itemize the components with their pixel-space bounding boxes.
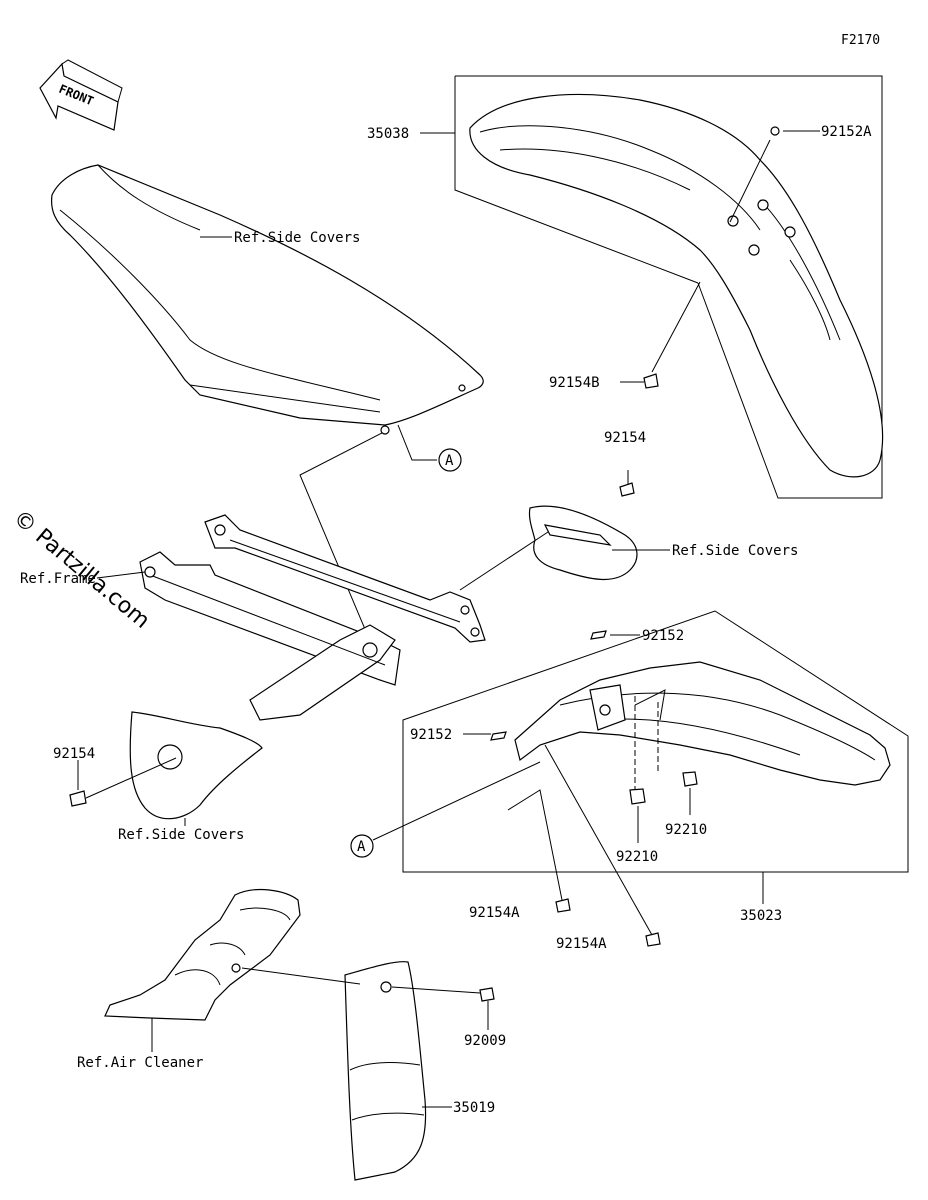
callout-35023: 35023 bbox=[740, 908, 782, 924]
bolt-rear-a2-icon bbox=[645, 932, 661, 947]
lead-92152A bbox=[729, 130, 820, 223]
callout-35019: 35019 bbox=[453, 1100, 495, 1116]
callout-92154-left: 92154 bbox=[53, 746, 95, 762]
callout-92210-right: 92210 bbox=[665, 822, 707, 838]
clip-rear-left-icon bbox=[490, 731, 507, 741]
lead-92154-left bbox=[77, 757, 177, 799]
lead-rear-fender-dashed bbox=[634, 696, 659, 790]
callout-air-cleaner-ref: Ref.Air Cleaner bbox=[77, 1055, 203, 1071]
fender-bolt-icon bbox=[643, 373, 659, 389]
bolt-left-icon bbox=[69, 790, 87, 807]
bolt-rear-a1-icon bbox=[555, 898, 571, 913]
callout-92154-right: 92154 bbox=[604, 430, 646, 446]
front-fender-group-box bbox=[454, 75, 883, 499]
bolt-right-icon bbox=[619, 482, 635, 497]
left-side-cover bbox=[129, 711, 263, 820]
callout-frame-ref: Ref.Frame bbox=[20, 571, 96, 587]
ref-a-fender-circle bbox=[350, 834, 374, 858]
callout-right-side-ref: Ref.Side Covers bbox=[672, 543, 798, 559]
seat bbox=[50, 164, 484, 435]
callout-92009: 92009 bbox=[464, 1033, 506, 1049]
lead-92154B bbox=[620, 281, 701, 383]
lead-a-fender bbox=[372, 761, 541, 841]
ref-a-seat-label: A bbox=[445, 453, 454, 469]
frame bbox=[139, 514, 486, 721]
screw-icon bbox=[479, 987, 495, 1002]
rear-fender-group-box bbox=[402, 610, 909, 873]
ref-a-seat-circle bbox=[438, 448, 462, 472]
lead-92154A bbox=[507, 744, 653, 936]
clip-rear-top-icon bbox=[590, 630, 607, 640]
lead-92009 bbox=[391, 986, 489, 1030]
rear-fender bbox=[514, 661, 891, 786]
callout-92154B: 92154B bbox=[549, 375, 600, 391]
lead-mud-flap-to-housing bbox=[241, 967, 361, 985]
lead-frame-ref bbox=[96, 571, 146, 579]
callout-seat-ref: Ref.Side Covers bbox=[234, 230, 360, 246]
lead-right-cover-to-frame bbox=[459, 531, 549, 591]
figure-code: F2170 bbox=[841, 33, 880, 48]
callout-92152-top: 92152 bbox=[642, 628, 684, 644]
front-fender bbox=[469, 93, 884, 478]
nut-left-icon bbox=[629, 788, 646, 805]
lead-seat-to-frame bbox=[299, 432, 383, 661]
fender-clip-icon bbox=[770, 126, 780, 136]
watermark: © Partzilla.com bbox=[8, 505, 154, 633]
nut-right-icon bbox=[682, 771, 698, 787]
callout-left-side-ref: Ref.Side Covers bbox=[118, 827, 244, 843]
callout-92152-left: 92152 bbox=[410, 727, 452, 743]
right-side-cover bbox=[528, 505, 638, 581]
lead-92210 bbox=[637, 788, 691, 843]
callout-35038: 35038 bbox=[367, 126, 409, 142]
air-cleaner-housing bbox=[104, 889, 301, 1021]
callout-92210-left: 92210 bbox=[616, 849, 658, 865]
callout-92154A-1: 92154A bbox=[469, 905, 520, 921]
callout-92152A: 92152A bbox=[821, 124, 872, 140]
ref-a-fender-label: A bbox=[357, 839, 366, 855]
lead-a-seat bbox=[397, 424, 437, 461]
callout-92154A-2: 92154A bbox=[556, 936, 607, 952]
mud-flap bbox=[344, 961, 427, 1181]
front-arrow-icon: FRONT bbox=[39, 59, 123, 131]
